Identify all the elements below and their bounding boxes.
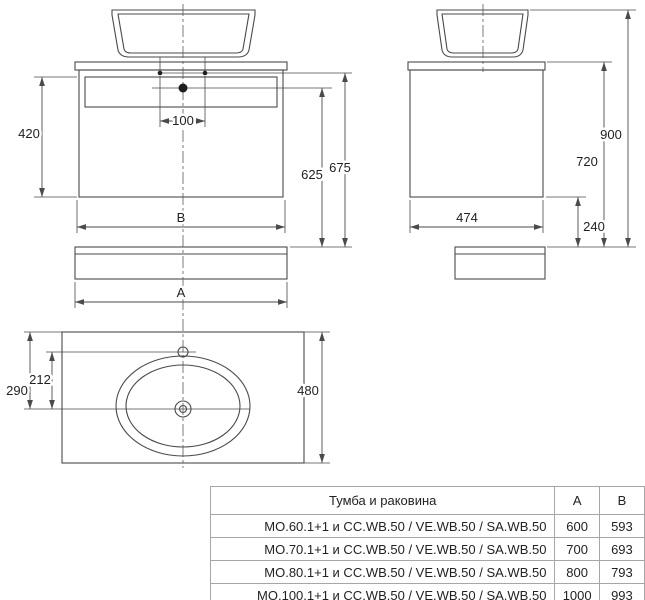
drain-outer — [174, 400, 192, 418]
header-b: B — [598, 486, 645, 515]
cell-b: 693 — [598, 537, 645, 561]
cell-name: MO.100.1+1 и CC.WB.50 / VE.WB.50 / SA.WB… — [209, 583, 556, 600]
dim-label-480: 480 — [297, 383, 319, 398]
dim-label-B: B — [177, 210, 186, 225]
side-view — [407, 4, 546, 280]
cell-b: 593 — [598, 514, 645, 538]
top-view — [24, 331, 305, 464]
size-table: Тумба и раковина A B MO.60.1+1 и CC.WB.5… — [209, 486, 645, 600]
dim-A: A — [74, 282, 288, 308]
dimension-drawing: 420 100 B A 625 675 — [4, 4, 636, 468]
mounting-dot-left — [157, 70, 163, 76]
faucet-hole-front — [178, 83, 188, 93]
dim-label-474: 474 — [456, 210, 478, 225]
cell-name: MO.70.1+1 и CC.WB.50 / VE.WB.50 / SA.WB.… — [209, 537, 556, 561]
size-table-header-row: Тумба и раковина A B — [209, 486, 645, 515]
countertop-side — [407, 61, 546, 71]
dim-label-900: 900 — [600, 127, 622, 142]
dim-290-212: 290 212 — [4, 331, 62, 409]
dim-label-100: 100 — [172, 113, 194, 128]
cell-name: MO.80.1+1 и CC.WB.50 / VE.WB.50 / SA.WB.… — [209, 560, 556, 584]
shelf-side — [454, 246, 546, 280]
cabinet-side — [409, 69, 544, 198]
dim-label-420: 420 — [18, 126, 40, 141]
cell-a: 700 — [554, 537, 600, 561]
vessel-sink-side — [436, 9, 529, 58]
cell-a: 1000 — [554, 583, 600, 600]
shelf-front — [74, 246, 288, 280]
mounting-dot-right — [202, 70, 208, 76]
vessel-sink-front — [111, 9, 256, 58]
dim-label-720: 720 — [576, 154, 598, 169]
dim-100: 100 — [159, 76, 206, 131]
dim-420: 420 — [16, 76, 77, 198]
table-row: MO.70.1+1 и CC.WB.50 / VE.WB.50 / SA.WB.… — [209, 537, 645, 561]
dim-625-675: 625 675 — [290, 73, 353, 248]
dim-480: 480 — [295, 331, 330, 464]
vessel-sink-front-inner — [117, 13, 250, 54]
header-name: Тумба и раковина — [209, 486, 556, 515]
dim-label-290: 290 — [6, 383, 28, 398]
header-a: A — [554, 486, 600, 515]
cell-name: MO.60.1+1 и CC.WB.50 / VE.WB.50 / SA.WB.… — [209, 514, 556, 538]
cell-a: 600 — [554, 514, 600, 538]
cell-b: 993 — [598, 583, 645, 600]
cabinet-front — [78, 69, 284, 198]
countertop-front — [74, 61, 288, 71]
dim-label-675: 675 — [329, 160, 351, 175]
dim-474: 474 — [409, 200, 544, 233]
cell-a: 800 — [554, 560, 600, 584]
table-row: MO.80.1+1 и CC.WB.50 / VE.WB.50 / SA.WB.… — [209, 560, 645, 584]
front-view — [74, 9, 352, 280]
vessel-sink-side-inner — [441, 13, 524, 54]
dim-label-A: A — [177, 285, 186, 300]
cell-b: 793 — [598, 560, 645, 584]
dim-label-625: 625 — [301, 167, 323, 182]
dim-label-212: 212 — [29, 372, 51, 387]
dim-label-240: 240 — [583, 219, 605, 234]
niche-front — [84, 76, 278, 108]
dim-B: B — [76, 200, 286, 233]
dim-240-720-900: 240 720 900 — [530, 9, 636, 248]
table-row: MO.60.1+1 и CC.WB.50 / VE.WB.50 / SA.WB.… — [209, 514, 645, 538]
table-row: MO.100.1+1 и CC.WB.50 / VE.WB.50 / SA.WB… — [209, 583, 645, 600]
